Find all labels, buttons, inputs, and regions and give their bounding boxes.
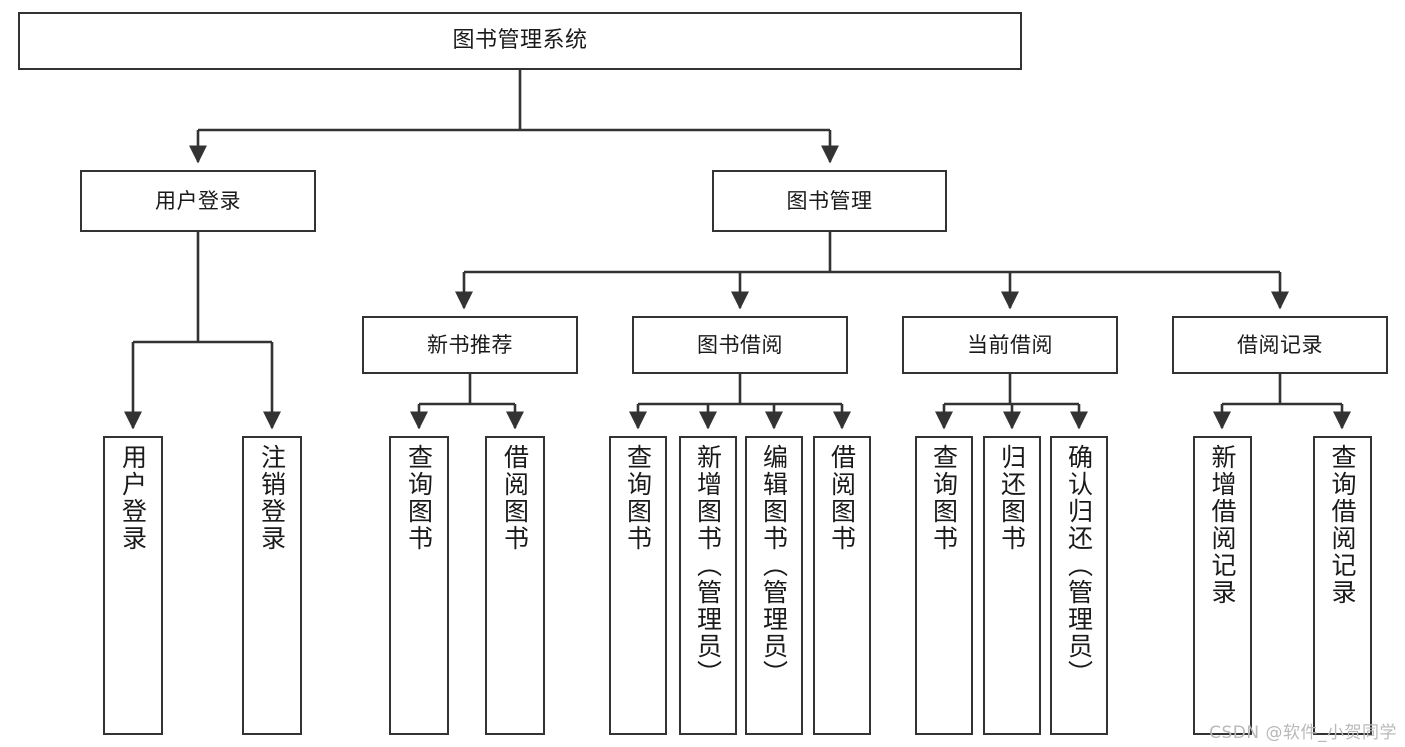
node-leaf-return-book-label: 归还图书 (997, 444, 1027, 552)
node-current-borrow[interactable]: 当前借阅 (902, 316, 1118, 374)
node-root[interactable]: 图书管理系统 (18, 12, 1022, 70)
node-user-login[interactable]: 用户登录 (80, 170, 316, 232)
node-book-manage[interactable]: 图书管理 (712, 170, 947, 232)
node-leaf-add-record-label: 新增借阅记录 (1208, 444, 1237, 606)
node-leaf-borrow-book-2-label: 借阅图书 (827, 444, 857, 552)
node-leaf-confirm-return-label: 确认归还（管理员） (1064, 444, 1094, 687)
node-user-login-label: 用户登录 (155, 188, 241, 213)
node-leaf-query-record-label: 查询借阅记录 (1328, 444, 1357, 606)
node-borrow-record[interactable]: 借阅记录 (1172, 316, 1388, 374)
node-leaf-query-book-3-label: 查询图书 (929, 444, 959, 552)
node-leaf-borrow-book-2[interactable]: 借阅图书 (813, 436, 871, 735)
node-leaf-query-book-1[interactable]: 查询图书 (389, 436, 449, 735)
node-leaf-borrow-book-1[interactable]: 借阅图书 (485, 436, 545, 735)
node-current-borrow-label: 当前借阅 (967, 332, 1053, 357)
node-book-borrow[interactable]: 图书借阅 (632, 316, 848, 374)
node-leaf-query-book-2-label: 查询图书 (623, 444, 653, 552)
node-leaf-add-book-label: 新增图书（管理员） (693, 444, 723, 687)
node-leaf-query-book-3[interactable]: 查询图书 (915, 436, 973, 735)
node-leaf-confirm-return[interactable]: 确认归还（管理员） (1050, 436, 1108, 735)
node-leaf-logout-label: 注销登录 (257, 444, 287, 552)
node-leaf-query-book-1-label: 查询图书 (404, 444, 434, 552)
node-leaf-borrow-book-1-label: 借阅图书 (500, 444, 530, 552)
node-new-book-recommend[interactable]: 新书推荐 (362, 316, 578, 374)
node-root-label: 图书管理系统 (452, 28, 588, 54)
node-book-manage-label: 图书管理 (786, 188, 873, 213)
node-leaf-edit-book[interactable]: 编辑图书（管理员） (745, 436, 803, 735)
node-leaf-user-login[interactable]: 用户登录 (103, 436, 163, 735)
csdn-watermark: CSDN @软件_小贺同学 (1209, 723, 1397, 743)
node-leaf-edit-book-label: 编辑图书（管理员） (759, 444, 789, 687)
node-leaf-query-book-2[interactable]: 查询图书 (609, 436, 667, 735)
node-leaf-add-record[interactable]: 新增借阅记录 (1193, 436, 1252, 735)
node-leaf-query-record[interactable]: 查询借阅记录 (1313, 436, 1372, 735)
node-leaf-user-login-label: 用户登录 (118, 444, 148, 552)
node-leaf-add-book[interactable]: 新增图书（管理员） (679, 436, 737, 735)
node-book-borrow-label: 图书借阅 (697, 332, 783, 357)
node-borrow-record-label: 借阅记录 (1237, 332, 1323, 357)
node-leaf-logout[interactable]: 注销登录 (242, 436, 302, 735)
node-leaf-return-book[interactable]: 归还图书 (983, 436, 1041, 735)
node-new-book-recommend-label: 新书推荐 (427, 332, 513, 357)
